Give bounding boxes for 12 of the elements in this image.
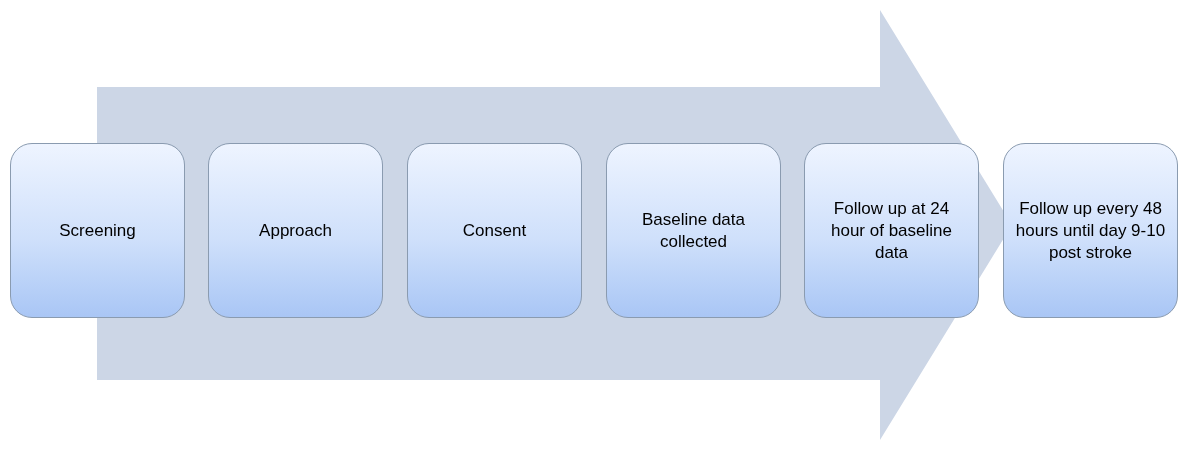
- step-label: Consent: [461, 219, 528, 242]
- process-box: [407, 143, 582, 318]
- step-label: Approach: [258, 219, 333, 242]
- process-box: [10, 143, 185, 318]
- step-label: Follow up every 48 hours until day 9-10 post stroke: [1014, 197, 1167, 264]
- process-box: [1003, 143, 1178, 318]
- step-label: Screening: [58, 219, 137, 242]
- process-box: [606, 143, 781, 318]
- step-label: Baseline data collected: [641, 208, 746, 253]
- step-label: Follow up at 24 hour of baseline data: [830, 197, 953, 264]
- process-box: [804, 143, 979, 318]
- process-box: [208, 143, 383, 318]
